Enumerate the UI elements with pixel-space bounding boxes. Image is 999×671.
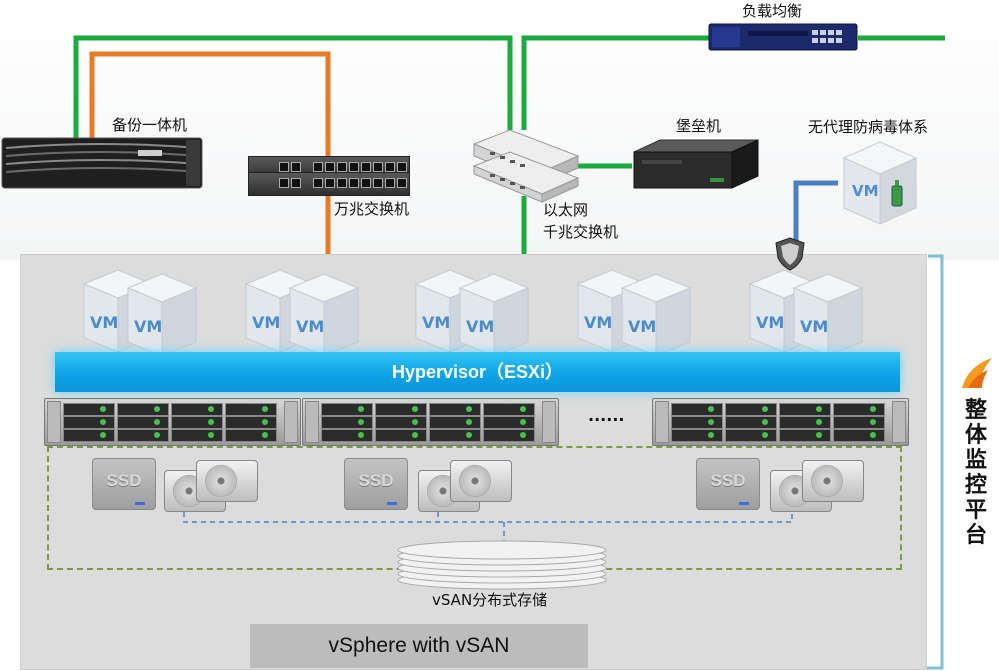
more-servers-ellipsis: ...... <box>588 406 625 425</box>
tengig-storage-line <box>89 51 331 254</box>
ssd-icon-2: SSD <box>344 458 408 510</box>
server-1 <box>44 398 301 446</box>
load-balancer-label: 负载均衡 <box>742 2 803 20</box>
tengig-switch-unit-2 <box>248 172 410 196</box>
svg-text:VM: VM <box>296 317 324 336</box>
ethernet-switch-label: 以太网 千兆交换机 <box>543 199 618 243</box>
vsan-storage-label: vSAN分布式存储 <box>432 591 548 609</box>
lb-network-line <box>521 35 710 130</box>
av-vm-icon: VM <box>842 141 918 225</box>
svg-text:VM: VM <box>584 313 612 332</box>
ssd-icon-1: SSD <box>92 458 156 510</box>
svg-text:VM: VM <box>756 313 784 332</box>
solarwinds-icon <box>962 358 992 388</box>
agentless-av-label: 无代理防病毒体系 <box>808 118 929 136</box>
load-balancer-device <box>708 23 858 51</box>
svg-text:VM: VM <box>852 182 879 200</box>
backup-label: 备份一体机 <box>112 116 188 134</box>
svg-text:VM: VM <box>134 317 162 336</box>
vsan-datastore-icon <box>397 540 607 590</box>
hdd-icon-1b <box>196 460 258 502</box>
svg-text:VM: VM <box>422 313 450 332</box>
vsphere-vsan-label: vSphere with vSAN <box>250 624 588 668</box>
shield-icon <box>775 237 805 271</box>
hdd-icon-3b <box>802 460 864 502</box>
backup-appliance-device <box>1 137 203 189</box>
bastion-host-device <box>633 139 759 189</box>
svg-text:VM: VM <box>466 317 494 336</box>
svg-text:VM: VM <box>800 317 828 336</box>
server-2 <box>302 398 559 446</box>
vm-pair-2: VM VM <box>244 269 360 357</box>
bastion-label: 堡垒机 <box>676 117 722 135</box>
hdd-icon-2b <box>450 460 512 502</box>
ssd-icon-3: SSD <box>696 458 760 510</box>
svg-text:VM: VM <box>628 317 656 336</box>
vm-pair-3: VM VM <box>414 269 530 357</box>
svg-text:VM: VM <box>90 313 118 332</box>
vm-pair-4: VM VM <box>576 269 692 357</box>
hypervisor-bar: Hypervisor（ESXi） <box>55 352 900 392</box>
backup-network-line <box>73 35 513 140</box>
server-3 <box>652 398 909 446</box>
ethernet-switch-device <box>472 129 580 203</box>
av-agent-line <box>793 180 838 250</box>
ethernet-switch-label-line1: 以太网 <box>543 201 589 219</box>
vm-pair-1: VM VM <box>82 269 198 357</box>
monitor-platform-label: 整体监控平台 <box>964 398 987 548</box>
vm-pair-5: VM VM <box>748 269 864 357</box>
tengig-switch-label: 万兆交换机 <box>334 200 410 218</box>
svg-text:VM: VM <box>252 313 280 332</box>
ethernet-switch-label-line2: 千兆交换机 <box>543 223 619 241</box>
